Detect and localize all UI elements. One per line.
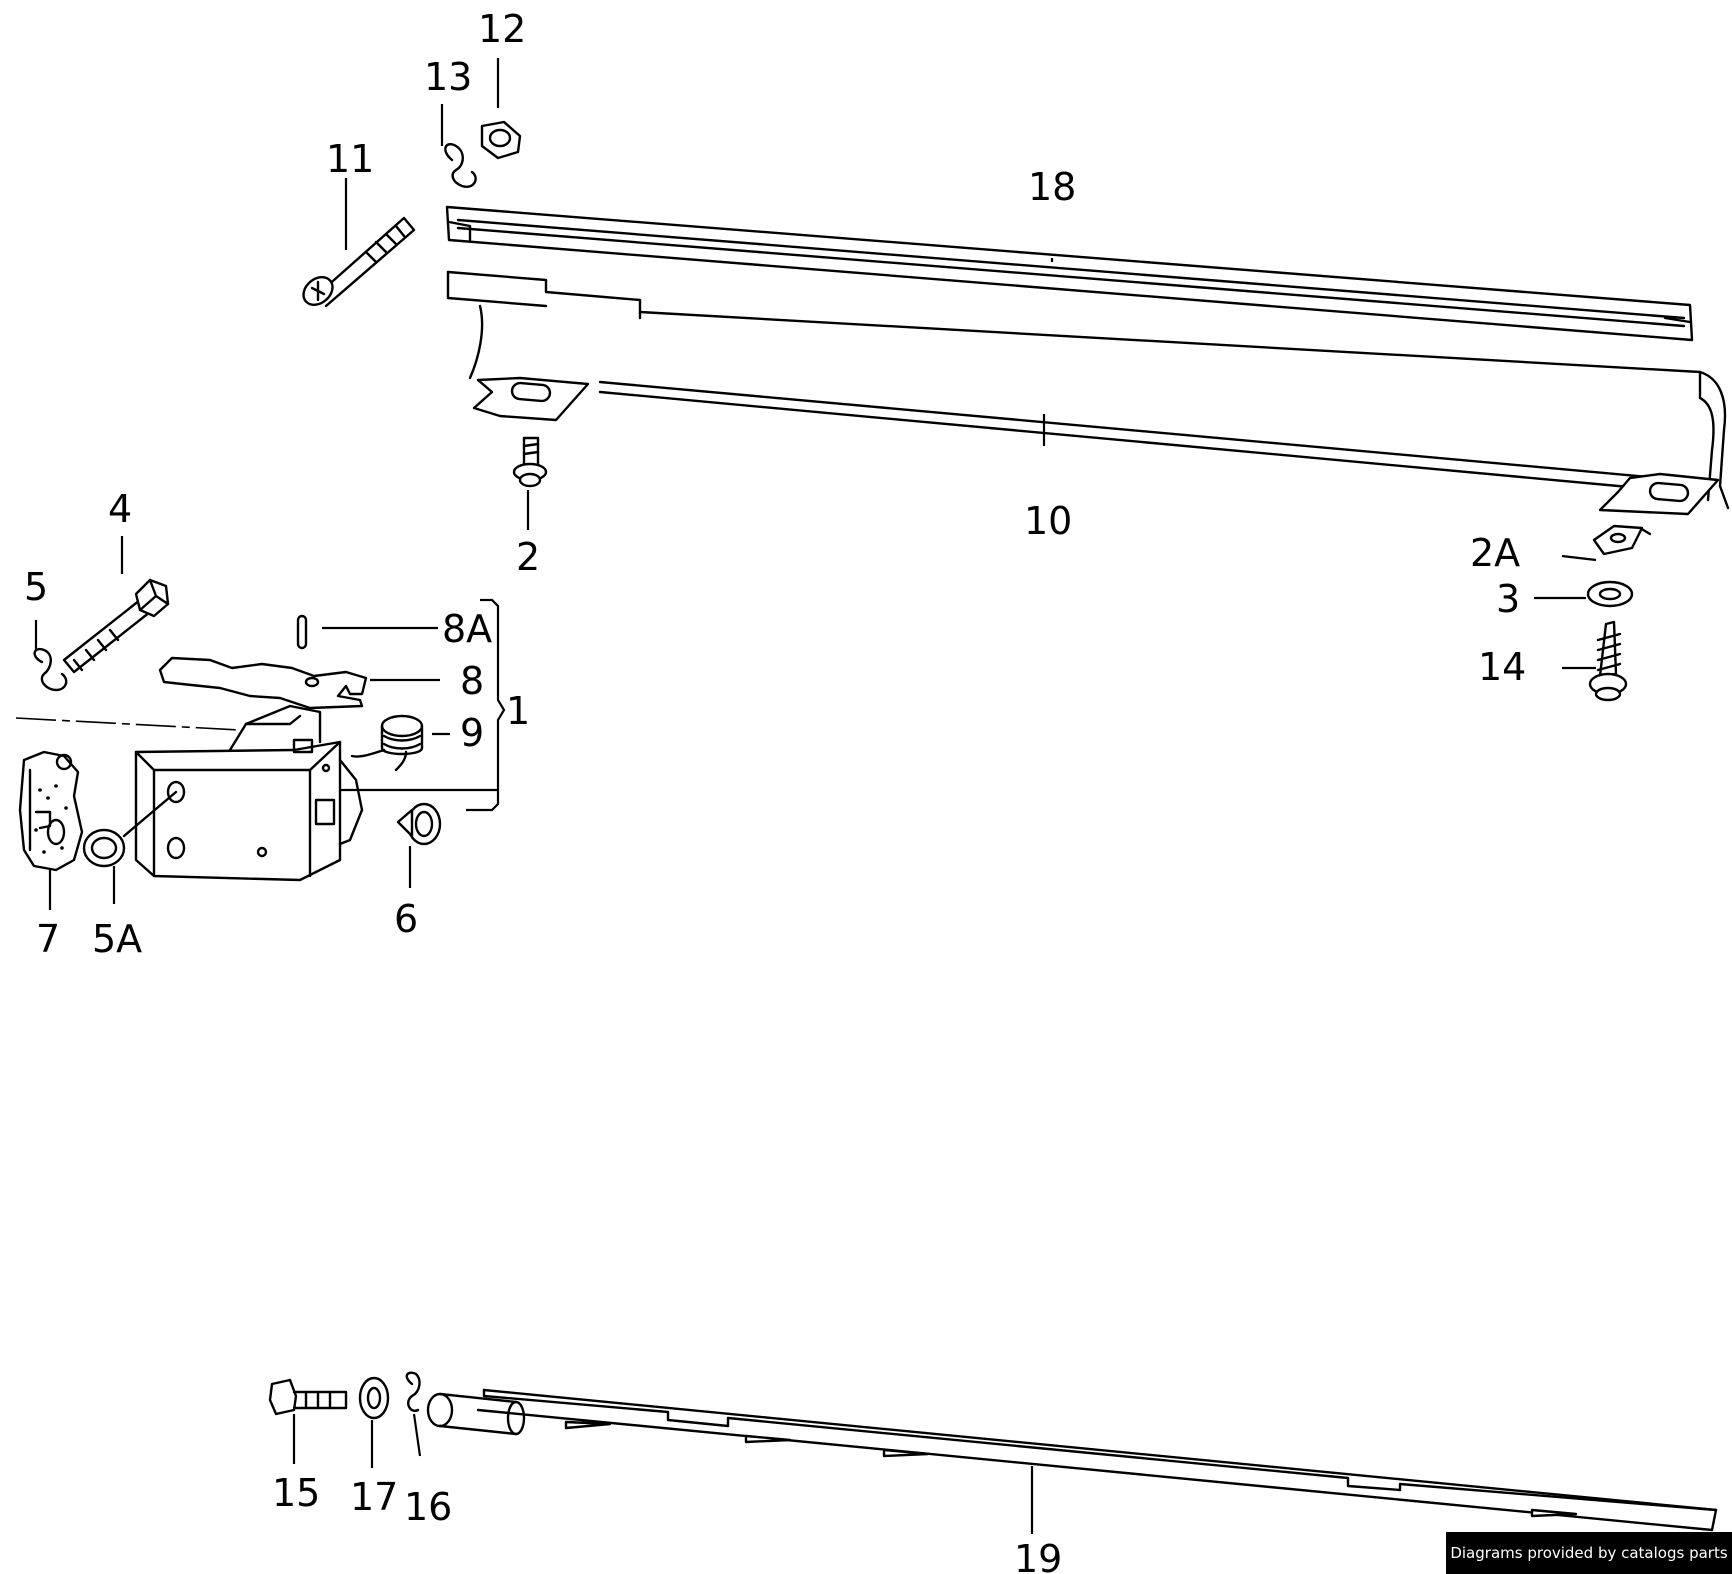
part-17-washer [358,1376,390,1420]
part-4-bolt [62,578,170,674]
part-5a-o-ring [82,828,126,868]
label-15: 15 [272,1471,320,1515]
label-8a: 8A [442,607,492,651]
lock-housing [134,704,364,882]
part-13-lock-washer [444,143,477,188]
label-9: 9 [460,711,484,755]
bracket-1 [466,598,506,812]
label-4: 4 [108,487,132,531]
label-2a: 2A [1470,531,1520,575]
label-13: 13 [424,55,472,99]
label-17: 17 [350,1475,398,1519]
part-8a-pin [296,614,308,650]
part-11-screw [302,216,416,308]
part-10-channel [446,270,1730,516]
label-2: 2 [516,535,540,579]
part-14-tapping-screw [1588,620,1628,702]
label-18: 18 [1028,165,1076,209]
label-3: 3 [1496,577,1520,621]
label-10: 10 [1024,499,1072,543]
credit-banner: Diagrams provided by catalogs parts [1446,1532,1732,1574]
part-12-nut [480,120,522,160]
label-5a: 5A [92,917,142,961]
callout-labels: 12 13 11 18 10 2 2A 3 14 4 5 8A 8 9 1 6 … [24,7,1526,1574]
part-15-bolt [268,1378,348,1416]
leader-lines [34,58,1597,1534]
part-9-spring [350,714,424,772]
part-19-lower-bar [426,1388,1718,1532]
label-1: 1 [506,689,530,733]
part-6-rivet [396,802,442,846]
leader-5a-hole [122,790,178,838]
part-18-guide-rail [445,205,1694,342]
label-7: 7 [36,917,60,961]
label-11: 11 [326,137,374,181]
label-19: 19 [1014,1537,1062,1574]
part-3-washer [1586,580,1634,608]
part-2a-clip-nut [1592,524,1652,556]
part-2-screw [512,436,548,488]
label-8: 8 [460,659,484,703]
label-6: 6 [394,897,418,941]
label-5: 5 [24,565,48,609]
label-2a-text: 2A [1470,531,1520,575]
label-12: 12 [478,7,526,51]
assembly-line [15,717,241,731]
part-7-latch-plate [18,750,84,872]
label-14: 14 [1478,645,1526,689]
part-16-spring-washer [405,1371,421,1412]
part-5-spring-washer [33,647,68,692]
label-16: 16 [404,1485,452,1529]
part-8-lever [158,656,368,710]
